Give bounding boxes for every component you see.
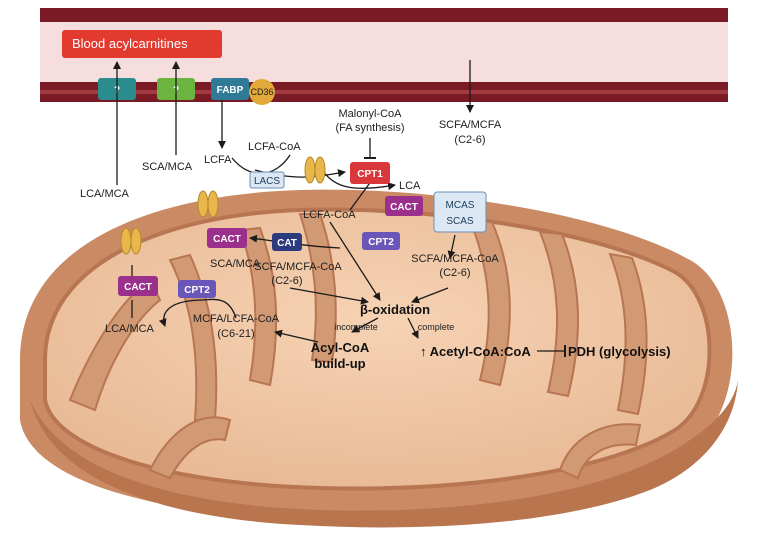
channel-right-outer bbox=[304, 156, 316, 184]
channel-left-inner bbox=[130, 227, 142, 255]
cpt1-label: CPT1 bbox=[357, 169, 383, 180]
build-up-label: build-up bbox=[314, 356, 365, 371]
beta-oxidation-label: β-oxidation bbox=[360, 302, 430, 317]
blood-acylcarnitines-label: Blood acylcarnitines bbox=[62, 30, 222, 58]
fabp-label: FABP bbox=[217, 85, 244, 96]
sca-mca-cytosol-label: SCA/MCA bbox=[142, 161, 193, 173]
fabp-transporter: FABP bbox=[211, 78, 249, 100]
membrane-channels bbox=[120, 156, 326, 255]
cact-outer-box: CACT bbox=[385, 196, 423, 216]
lcfa-coa-cytosol-label: LCFA-CoA bbox=[248, 141, 301, 153]
cristae bbox=[68, 213, 648, 480]
acetyl-coa-label: ↑ Acetyl-CoA:CoA bbox=[420, 344, 531, 359]
sca-mca-inner-label: SCA/MCA bbox=[210, 258, 261, 270]
c2-6-right-label: (C2-6) bbox=[439, 267, 470, 279]
cat-label: CAT bbox=[277, 238, 297, 249]
mcas-scas-box: MCAS SCAS bbox=[433, 191, 487, 233]
cpt2-right-box: CPT2 bbox=[362, 232, 400, 250]
incomplete-label: incomplete bbox=[334, 322, 378, 332]
channel-left-outer bbox=[120, 227, 132, 255]
vessel-top-wall bbox=[40, 8, 728, 22]
lca-label: LCA bbox=[399, 180, 421, 192]
cat-box: CAT bbox=[272, 233, 302, 251]
channel-mid-outer bbox=[197, 190, 209, 218]
mcfa-lcfa-coa-label: MCFA/LCFA-CoA bbox=[193, 313, 280, 325]
scas-label: SCAS bbox=[446, 216, 474, 227]
c6-21-label: (C6-21) bbox=[217, 328, 254, 340]
cpt2-left-box: CPT2 bbox=[178, 280, 216, 298]
mcas-label: MCAS bbox=[446, 200, 475, 211]
lcfa-coa-inner-label: LCFA-CoA bbox=[303, 209, 356, 221]
malonyl-coa-label: Malonyl-CoA bbox=[339, 108, 403, 120]
cact-left-label: CACT bbox=[124, 282, 152, 293]
cpt2-left-label: CPT2 bbox=[184, 285, 210, 296]
cact-left-box: CACT bbox=[118, 276, 158, 296]
lcfa-label: LCFA bbox=[204, 154, 232, 166]
c2-6-cytosol-label: (C2-6) bbox=[454, 134, 485, 146]
pdh-label: PDH (glycolysis) bbox=[568, 344, 671, 359]
fa-synthesis-label: (FA synthesis) bbox=[335, 122, 404, 134]
cpt2-right-label: CPT2 bbox=[368, 237, 394, 248]
scfa-mcfa-cytosol-label: SCFA/MCFA bbox=[439, 119, 502, 131]
lca-mca-inner-label: LCA/MCA bbox=[105, 323, 155, 335]
lacs-label: LACS bbox=[254, 176, 280, 187]
mitochondrion bbox=[20, 189, 738, 528]
cact-mid-box: CACT bbox=[207, 228, 247, 248]
complete-label: complete bbox=[418, 322, 455, 332]
scfa-mcfa-coa-mid-label: SCFA/MCFA-CoA bbox=[254, 261, 342, 273]
vessel-bottom-highlight bbox=[40, 90, 728, 94]
channel-mid-inner bbox=[207, 190, 219, 218]
cd36-label: CD36 bbox=[250, 87, 273, 97]
lca-mca-cytosol-label: LCA/MCA bbox=[80, 188, 130, 200]
cd36-transporter: CD36 bbox=[249, 79, 275, 105]
cpt1-box: CPT1 bbox=[350, 162, 390, 184]
c2-6-mid-label: (C2-6) bbox=[271, 275, 302, 287]
channel-right-inner bbox=[314, 156, 326, 184]
scfa-mcfa-coa-right-label: SCFA/MCFA-CoA bbox=[411, 253, 499, 265]
cact-mid-label: CACT bbox=[213, 234, 241, 245]
lacs-box: LACS bbox=[249, 171, 285, 189]
acyl-coa-label: Acyl-CoA bbox=[311, 340, 370, 355]
blood-title: Blood acylcarnitines bbox=[72, 36, 188, 51]
cact-outer-label: CACT bbox=[390, 202, 418, 213]
